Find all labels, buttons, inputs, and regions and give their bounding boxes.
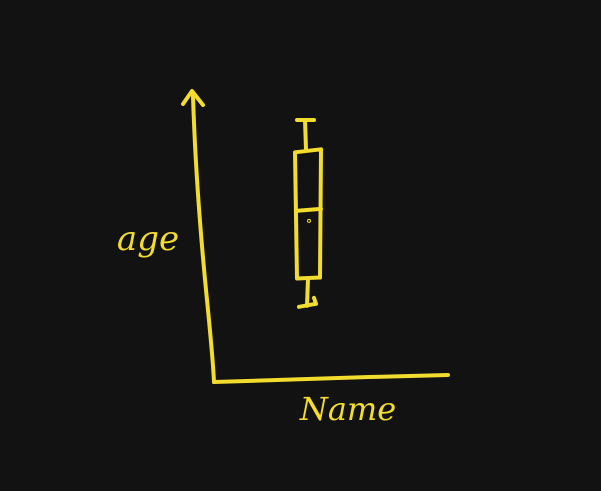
median-line: [294, 206, 323, 213]
x-axis-label: Name: [299, 390, 396, 428]
whisker-cap-lower: [297, 295, 318, 309]
whisker-upper: [303, 118, 308, 152]
box-iqr: [293, 147, 323, 281]
x-axis-line: [212, 373, 450, 384]
y-axis-line: [191, 94, 216, 384]
whisker-lower: [305, 276, 310, 308]
mean-marker: [307, 218, 311, 223]
box-plot: [293, 118, 323, 309]
y-axis-label: age: [117, 219, 179, 259]
y-axis-arrowhead: [181, 89, 205, 107]
